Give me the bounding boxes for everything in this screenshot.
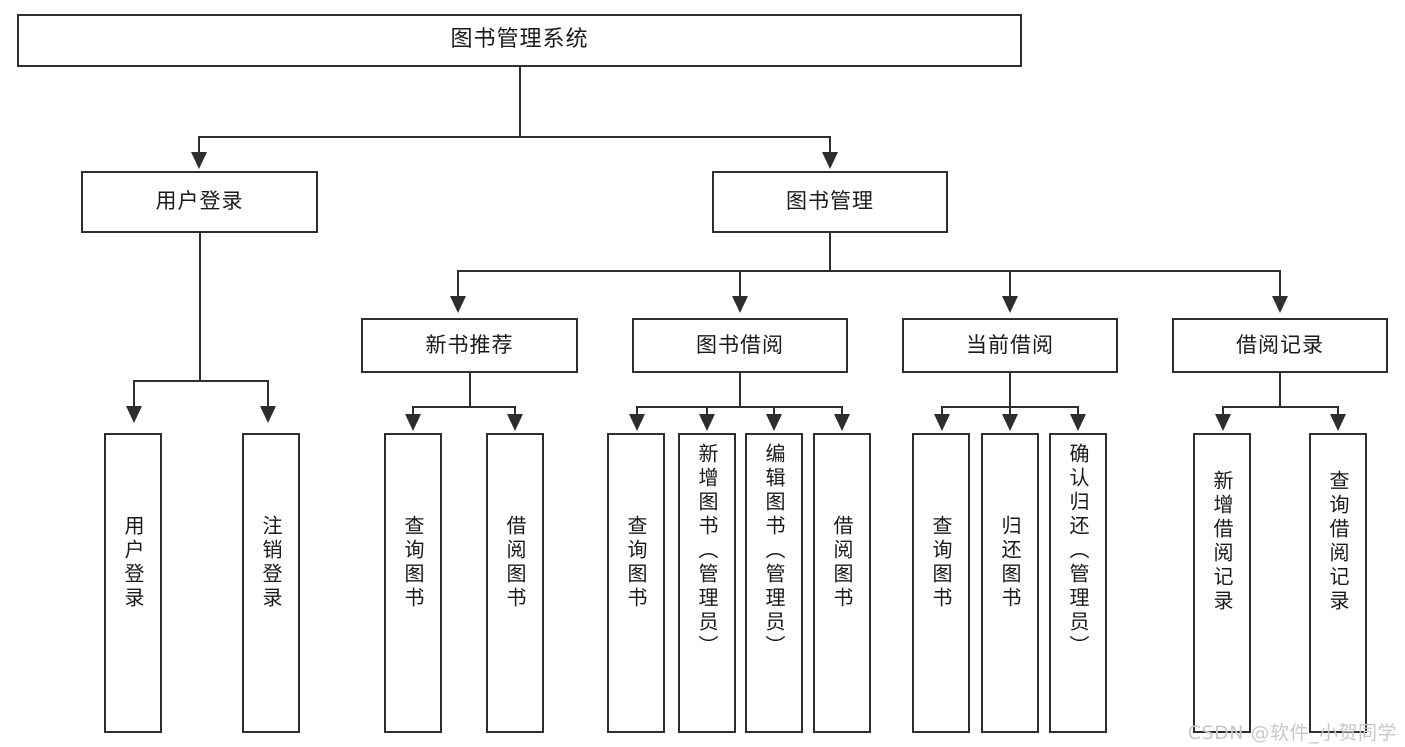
connector-bookmgmt-b3	[1009, 270, 1011, 298]
node-label: 新增借阅记录	[1210, 470, 1234, 614]
node-user-login[interactable]: 用户登录	[81, 171, 318, 233]
arrow-bookmgmt-b1	[450, 296, 466, 313]
leaf-current-borrow-query[interactable]: 查询图书	[912, 433, 970, 733]
leaf-user-login-logout[interactable]: 注销登录	[242, 433, 300, 733]
node-label: 编辑图书（管理员）	[762, 443, 786, 659]
node-book-borrow[interactable]: 图书借阅	[632, 318, 848, 373]
arrow-userlogin-b2	[260, 406, 276, 423]
connector-currentborrow-b3	[1077, 406, 1079, 416]
node-current-borrow[interactable]: 当前借阅	[902, 318, 1118, 373]
node-root-system[interactable]: 图书管理系统	[17, 14, 1022, 67]
connector-bookmgmt-b4	[1279, 270, 1281, 298]
connector-borrowrecord-stem	[1279, 373, 1281, 408]
connector-newbook-stem	[469, 373, 471, 408]
connector-currentborrow-stem	[1009, 373, 1011, 408]
node-label: 借阅图书	[503, 515, 527, 611]
connector-bookborrow-b2	[706, 406, 708, 416]
node-label: 注销登录	[259, 515, 283, 611]
node-label: 查询借阅记录	[1326, 470, 1350, 614]
leaf-book-borrow-query[interactable]: 查询图书	[607, 433, 665, 733]
connector-bookmgmt-b1	[457, 270, 459, 298]
leaf-new-book-borrow[interactable]: 借阅图书	[486, 433, 544, 733]
connector-newbook-b2	[514, 406, 516, 416]
node-label: 新书推荐	[425, 332, 514, 357]
connector-userlogin-bus	[133, 380, 267, 382]
arrow-borrowrecord-b2	[1330, 414, 1346, 431]
node-label: 图书借阅	[696, 332, 784, 357]
leaf-borrow-record-add[interactable]: 新增借阅记录	[1193, 433, 1251, 733]
leaf-book-borrow-add[interactable]: 新增图书（管理员）	[678, 433, 736, 733]
arrow-bookborrow-b2	[699, 414, 715, 431]
connector-borrowrecord-bus	[1222, 406, 1339, 408]
connector-bookmgmt-stem	[829, 233, 831, 271]
node-label: 用户登录	[121, 515, 145, 611]
arrow-bookmgmt-b4	[1272, 296, 1288, 313]
connector-currentborrow-b2	[1009, 406, 1011, 416]
leaf-book-borrow-edit[interactable]: 编辑图书（管理员）	[745, 433, 803, 733]
arrow-borrowrecord-b1	[1215, 414, 1231, 431]
connector-borrowrecord-b1	[1222, 406, 1224, 416]
node-label: 用户登录	[155, 189, 244, 214]
arrow-bookborrow-b1	[629, 414, 645, 431]
connector-userlogin-b2	[267, 380, 269, 408]
arrow-bookmgmt-b2	[732, 296, 748, 313]
connector-root-to-userlogin	[198, 136, 200, 154]
connector-currentborrow-b1	[941, 406, 943, 416]
leaf-borrow-record-query[interactable]: 查询借阅记录	[1309, 433, 1367, 733]
node-label: 查询图书	[401, 515, 425, 611]
arrow-bookborrow-b3	[766, 414, 782, 431]
connector-newbook-b1	[412, 406, 414, 416]
connector-bookborrow-stem	[739, 373, 741, 408]
node-label: 确认归还（管理员）	[1066, 443, 1090, 659]
connector-userlogin-b1	[133, 380, 135, 408]
node-label: 查询图书	[624, 515, 648, 611]
node-label: 归还图书	[998, 515, 1022, 611]
leaf-user-login-login[interactable]: 用户登录	[104, 433, 162, 733]
arrow-currentborrow-b3	[1070, 414, 1086, 431]
node-book-management[interactable]: 图书管理	[712, 171, 948, 233]
arrow-userlogin-b1	[126, 406, 142, 423]
leaf-book-borrow-borrow[interactable]: 借阅图书	[813, 433, 871, 733]
node-label: 借阅记录	[1236, 332, 1324, 357]
node-new-book-recommend[interactable]: 新书推荐	[361, 318, 578, 373]
arrow-root-to-userlogin	[191, 152, 207, 169]
node-label: 新增图书（管理员）	[695, 443, 719, 659]
arrow-newbook-b2	[507, 414, 523, 431]
connector-newbook-bus	[412, 406, 516, 408]
leaf-new-book-query[interactable]: 查询图书	[384, 433, 442, 733]
connector-userlogin-stem	[199, 233, 201, 381]
leaf-current-borrow-confirm[interactable]: 确认归还（管理员）	[1049, 433, 1107, 733]
connector-bookmgmt-bus	[457, 270, 1281, 272]
connector-bookborrow-b3	[773, 406, 775, 416]
arrow-currentborrow-b1	[934, 414, 950, 431]
leaf-current-borrow-return[interactable]: 归还图书	[981, 433, 1039, 733]
node-label: 图书管理	[786, 189, 874, 214]
node-label: 查询图书	[929, 515, 953, 611]
connector-root-stem	[519, 67, 521, 137]
connector-bookmgmt-b2	[739, 270, 741, 298]
connector-bookborrow-b1	[636, 406, 638, 416]
arrow-bookmgmt-b3	[1002, 296, 1018, 313]
connector-root-to-bookmgmt	[829, 136, 831, 154]
node-label: 当前借阅	[966, 332, 1054, 357]
arrow-newbook-b1	[405, 414, 421, 431]
node-label: 图书管理系统	[450, 27, 589, 53]
arrow-bookborrow-b4	[834, 414, 850, 431]
connector-root-bus	[198, 136, 831, 138]
connector-borrowrecord-b2	[1337, 406, 1339, 416]
node-borrow-record[interactable]: 借阅记录	[1172, 318, 1388, 373]
connector-bookborrow-b4	[841, 406, 843, 416]
arrow-currentborrow-b2	[1002, 414, 1018, 431]
node-label: 借阅图书	[830, 515, 854, 611]
arrow-root-to-bookmgmt	[822, 152, 838, 169]
connector-bookborrow-bus	[636, 406, 843, 408]
